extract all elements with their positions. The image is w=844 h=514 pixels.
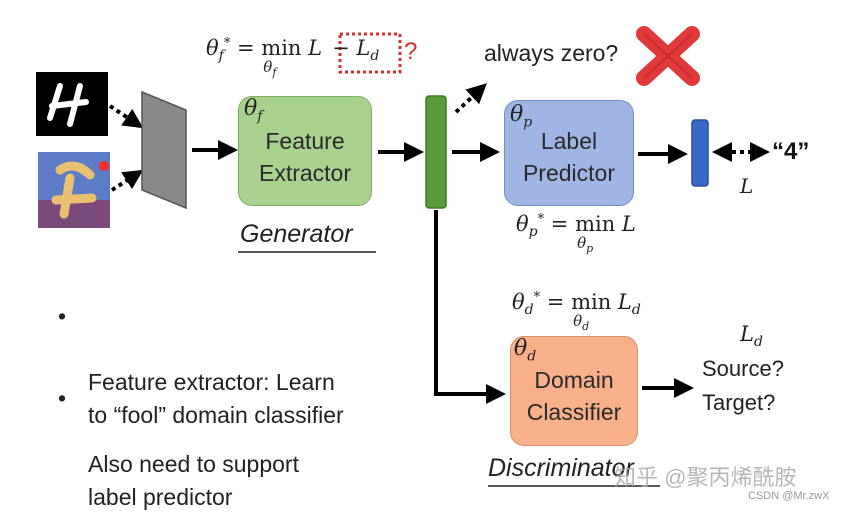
- input-arrow-top: [108, 104, 144, 129]
- question-mark: ?: [404, 38, 418, 65]
- domain-classifier-block: Domain Classifier: [510, 336, 638, 446]
- feature-extractor-block: Feature Extractor: [238, 96, 372, 206]
- csdn-watermark: CSDN @Mr.zwX: [748, 490, 830, 502]
- label-vector: [691, 119, 709, 187]
- source-label: Source?: [702, 356, 784, 381]
- cross-icon: [636, 26, 700, 86]
- label-theta: θp: [510, 102, 533, 131]
- arrow-to-domain-classifier: [434, 210, 506, 404]
- domain-classifier-label: Domain Classifier: [526, 367, 622, 425]
- bullet-dot-icon: •: [58, 385, 67, 411]
- feature-theta: θf: [244, 96, 263, 125]
- feature-extractor-label: Feature Extractor: [258, 128, 352, 186]
- mnist-digit-image: [36, 72, 108, 136]
- always-zero-text: always zero?: [484, 40, 619, 66]
- input-arrow-bottom: [110, 169, 144, 192]
- mnist-m-digit-image: [38, 152, 110, 228]
- target-label: Target?: [702, 390, 776, 415]
- bullet-item: • Also need to support label predictor: [58, 382, 299, 514]
- bullet-dot-icon: •: [58, 303, 67, 329]
- feature-vector: [425, 95, 447, 209]
- bullet-item: • Feature extractor: Learn to “fool” dom…: [58, 300, 344, 432]
- zhihu-watermark: 知乎 @聚丙烯酰胺: [614, 465, 797, 490]
- generator-caption: Generator: [240, 220, 353, 248]
- domain-theta: θd: [514, 336, 537, 365]
- label-predictor-label: Label Predictor: [522, 128, 616, 186]
- output-digit: “4”: [772, 138, 810, 165]
- label-loss: L: [740, 174, 754, 198]
- label-predictor-block: Label Predictor: [504, 100, 634, 206]
- dotted-highlight-box: [338, 32, 402, 74]
- input-layer: [141, 90, 187, 210]
- always-zero-arrow: [454, 83, 487, 114]
- discriminator-caption: Discriminator: [488, 454, 634, 482]
- domain-loss: Ld: [740, 322, 763, 351]
